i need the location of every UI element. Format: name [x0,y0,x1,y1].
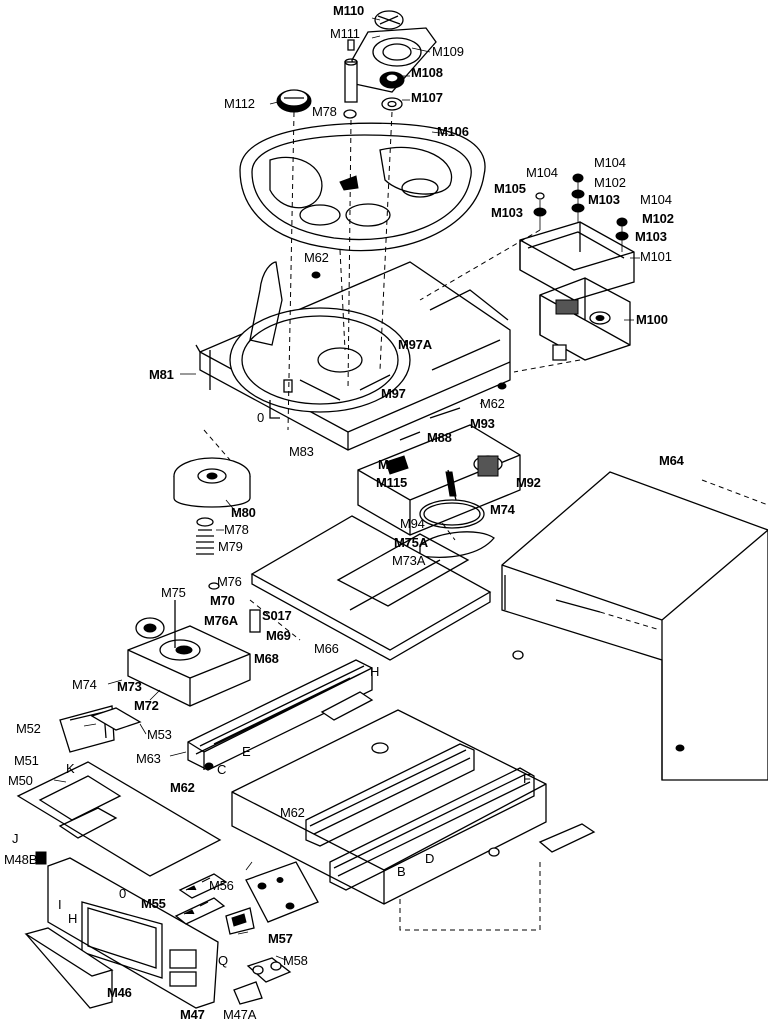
label-m76a: M76A [204,613,238,628]
label-m92: M92 [516,475,541,490]
m52-m53-parts [59,705,142,753]
belt-assembly [419,499,495,558]
lower-chassis [231,709,596,905]
loading-mechanism-right [519,173,635,361]
label-m106: M106 [437,124,469,139]
m106-disc-tray [239,122,486,252]
label-m46: M46 [107,985,132,1000]
label-m55: M55 [141,896,166,911]
label-m64: M64 [659,453,684,468]
label-m57: M57 [268,931,293,946]
label-m83: M83 [289,444,314,459]
label-m70: M70 [210,593,235,608]
label-m47: M47 [180,1007,205,1022]
label-m62-c: M62 [170,780,195,795]
label-m88: M88 [427,430,452,445]
label-m69: M69 [266,628,291,643]
main-chassis-m81 [195,261,511,451]
label-m104-c: M104 [640,192,672,207]
m63-rail [187,659,374,771]
label-m80: M80 [231,505,256,520]
label-m112: M112 [224,96,255,111]
label-m74-a: M74 [490,502,515,517]
label-m47a: M47A [223,1007,257,1022]
label-m111: M111 [330,26,360,41]
label-m63: M63 [136,751,161,766]
label-m68: M68 [254,651,279,666]
label-e: E [242,744,251,759]
label-m109: M109 [432,44,464,59]
label-m86: M86 [378,457,403,472]
label-m75a: M75A [394,535,428,550]
label-m58: M58 [283,953,308,968]
label-m78-top: M78 [312,104,337,119]
label-m75: M75 [161,585,186,600]
label-m110: M110 [333,3,365,18]
label-m53: M53 [147,727,172,742]
label-s017: S017 [262,608,292,623]
label-m115: M115 [376,475,408,490]
m112-disc [276,89,312,113]
label-b: B [397,864,406,879]
m50-m51-boards [16,761,222,877]
label-m93: M93 [470,416,495,431]
label-m103-c: M103 [635,229,667,244]
label-m104-a: M104 [526,165,558,180]
label-h-bottom: H [68,911,78,926]
label-m94: M94 [400,516,425,531]
leader-lines [53,17,640,961]
label-m81: M81 [149,367,174,382]
label-m72: M72 [134,698,159,713]
label-m48b: M48B [4,852,38,867]
m80-pulley [173,457,251,555]
label-k: K [66,761,75,776]
label-c: C [217,762,227,777]
label-m100: M100 [636,312,668,327]
label-m102-a: M102 [594,175,626,190]
label-h-mid: H [370,664,380,679]
label-m103-a: M103 [491,205,523,220]
label-zero-top: 0 [257,410,265,425]
label-i: I [58,897,62,912]
label-m108: M108 [411,65,443,80]
label-m66: M66 [314,641,339,656]
label-m74-b: M74 [72,677,97,692]
label-m103-b: M103 [588,192,620,207]
label-m102-b: M102 [642,211,674,226]
label-j: J [12,831,19,846]
label-m73: M73 [117,679,142,694]
m68-motor-bracket [127,582,261,707]
label-d: D [425,851,435,866]
label-m76: M76 [217,574,242,589]
spindle-top-assembly [343,10,437,119]
label-m101: M101 [640,249,672,264]
label-m105: M105 [494,181,526,196]
m66-plate [250,515,492,661]
drive-mechanism-m88 [357,407,521,536]
label-m62-d: M62 [280,805,305,820]
label-m78-mid: M78 [224,522,249,537]
label-m73a: M73A [392,553,426,568]
label-m52: M52 [16,721,41,736]
m64-housing [501,471,768,781]
label-f: F [523,771,531,786]
label-m97: M97 [381,386,406,401]
front-panel-m47 [35,851,219,1009]
label-m56: M56 [209,878,234,893]
label-zero-bottom: 0 [119,886,127,901]
guide-lines [203,111,768,931]
label-m62-b: M62 [480,396,505,411]
label-m51: M51 [14,753,39,768]
label-m62-a: M62 [304,250,329,265]
label-m97a: M97A [398,337,432,352]
label-m104-b: M104 [594,155,626,170]
button-assemblies [174,861,319,1005]
label-m50: M50 [8,773,33,788]
label-q: Q [218,953,228,968]
label-m79: M79 [218,539,243,554]
label-m107: M107 [411,90,443,105]
m46-plate [24,927,114,1009]
